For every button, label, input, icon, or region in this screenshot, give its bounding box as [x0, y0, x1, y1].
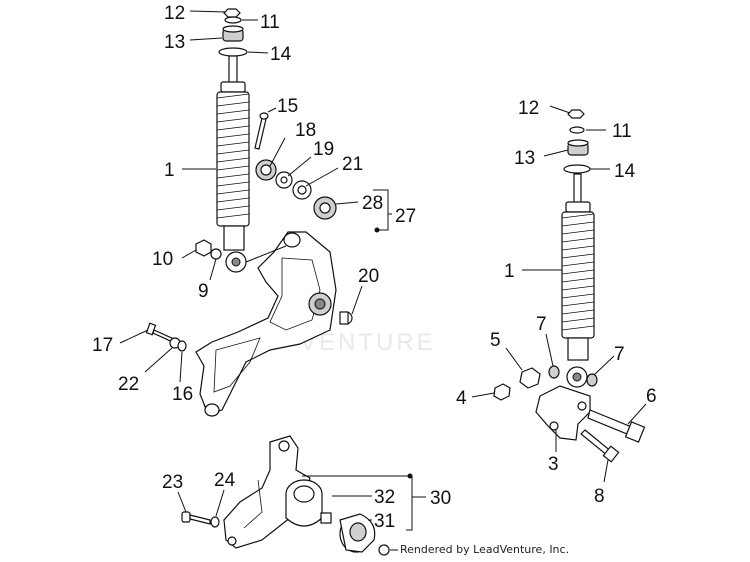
left-shock-lower-eye: [225, 251, 247, 273]
callout-11-left: 11: [260, 12, 280, 33]
left-nut-12: [223, 8, 241, 18]
washer-16: [177, 340, 187, 352]
callout-7-left: 7: [536, 314, 547, 335]
callout-14-right: 14: [614, 161, 636, 182]
callout-30: 30: [430, 488, 451, 509]
callout-15: 15: [277, 96, 298, 117]
left-washer-11: [224, 16, 242, 24]
callout-5: 5: [490, 330, 501, 351]
right-shock-absorber: [548, 109, 598, 388]
right-shock-spring: [561, 211, 595, 339]
nut-4: [493, 383, 511, 401]
right-bushing-7a: [548, 365, 560, 379]
bolt-8: [580, 429, 620, 463]
bearing-28: [313, 196, 337, 220]
callout-20: 20: [358, 266, 379, 287]
washer-24: [210, 516, 220, 528]
callout-14-left: 14: [270, 44, 292, 65]
callout-13-left: 13: [164, 32, 185, 53]
bushing-31: [339, 513, 376, 553]
bracket-3: [535, 385, 591, 441]
right-shock-body: [567, 337, 589, 361]
nut-10: [195, 239, 212, 257]
credit-text: Rendered by LeadVenture, Inc.: [400, 543, 569, 556]
right-washer-11: [569, 126, 585, 134]
sleeve-32: [320, 512, 332, 524]
callout-28: 28: [362, 193, 383, 214]
callout-8: 8: [594, 486, 605, 507]
left-shock-rod: [228, 55, 238, 85]
callout-7-right: 7: [614, 344, 625, 365]
callout-16: 16: [172, 384, 193, 405]
callout-13-right: 13: [514, 148, 535, 169]
sleeve-20: [339, 311, 353, 325]
callout-17: 17: [92, 335, 113, 356]
left-bushing-13: [222, 25, 244, 42]
bolt-6: [587, 409, 646, 443]
callout-12-left: 12: [164, 3, 185, 24]
right-bushing-7b: [586, 373, 598, 387]
right-shock-lower-eye: [566, 366, 588, 388]
right-nut-12: [567, 109, 585, 119]
callout-3: 3: [548, 454, 559, 475]
bearing-18: [255, 159, 277, 181]
callout-24: 24: [214, 470, 236, 491]
callout-27: 27: [395, 206, 416, 227]
callout-11-right: 11: [612, 121, 632, 142]
bolt-15: [254, 112, 269, 150]
callout-18: 18: [295, 120, 316, 141]
bolt-23: [181, 511, 211, 525]
callout-12-right: 12: [518, 98, 539, 119]
sleeve-32-housing: [285, 479, 323, 527]
callout-32: 32: [374, 487, 395, 508]
swing-arm-bracket: [195, 231, 337, 417]
callout-22: 22: [118, 374, 139, 395]
callout-19: 19: [313, 139, 334, 160]
callout-23: 23: [162, 472, 183, 493]
washer-bottom: [378, 544, 390, 556]
leader-lines: [119, 10, 647, 551]
left-shock-absorber: [195, 8, 250, 273]
seal-21: [292, 180, 312, 200]
left-shock-body: [223, 225, 245, 251]
right-bushing-13: [567, 139, 589, 156]
callout-4: 4: [456, 388, 467, 409]
callout-1-right: 1: [504, 261, 515, 282]
callout-10: 10: [152, 249, 173, 270]
left-cup-washer-14: [218, 47, 248, 57]
left-shock-spring: [216, 91, 250, 227]
right-cup-washer-14: [563, 164, 591, 174]
callout-9: 9: [198, 281, 209, 302]
callout-6: 6: [646, 386, 657, 407]
washer-9: [210, 248, 222, 260]
right-shock-rod: [573, 173, 582, 205]
callout-31: 31: [374, 511, 395, 532]
callout-labels: 12 11 13 14 15 18 19 21 28 27 1 10 9 20 …: [92, 3, 657, 532]
nut-5: [519, 367, 541, 389]
callout-21: 21: [342, 154, 363, 175]
callout-1-left: 1: [164, 160, 175, 181]
engine-mount-bracket-30: [223, 435, 311, 549]
